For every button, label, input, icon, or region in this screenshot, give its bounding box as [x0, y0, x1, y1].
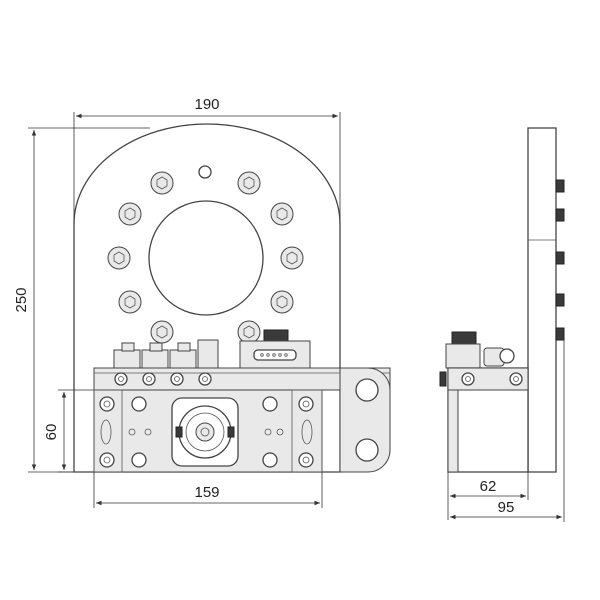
hex-screw-icon	[270, 202, 294, 226]
hex-screw-icon	[118, 202, 142, 226]
dimension-overall-width: 190	[73, 96, 341, 224]
locator-holes	[128, 396, 284, 468]
side-view	[439, 127, 565, 473]
dimension-base-height: 60	[43, 389, 94, 473]
side-plate	[527, 127, 557, 473]
electrical-connector	[239, 329, 311, 370]
dim-label-190: 190	[194, 96, 219, 113]
front-view	[73, 123, 391, 473]
dim-label-159: 159	[194, 484, 219, 501]
pneumatic-fittings	[113, 339, 219, 369]
dimension-side-depth: 62	[447, 472, 529, 520]
dim-label-95: 95	[498, 499, 515, 516]
bolt-circle	[107, 171, 304, 344]
manifold-ports	[114, 372, 212, 386]
dim-label-250: 250	[13, 287, 30, 312]
side-screw-heads	[555, 179, 565, 341]
coupling-center	[171, 397, 239, 467]
hex-screw-icon	[270, 290, 294, 314]
dim-label-62: 62	[480, 478, 497, 495]
hex-screw-icon	[118, 290, 142, 314]
dim-label-60: 60	[43, 424, 60, 441]
hex-screw-icon	[150, 171, 174, 195]
dimension-side-total-depth: 95	[450, 340, 565, 522]
dimension-base-width: 159	[93, 472, 323, 508]
central-bore	[148, 200, 264, 316]
hex-screw-icon	[280, 246, 304, 270]
top-pin-hole	[198, 165, 212, 179]
corner-screws	[99, 396, 314, 468]
hex-screw-icon	[107, 246, 131, 270]
hex-screw-icon	[237, 171, 261, 195]
hex-screw-icon	[237, 320, 261, 344]
hex-screw-icon	[150, 320, 174, 344]
